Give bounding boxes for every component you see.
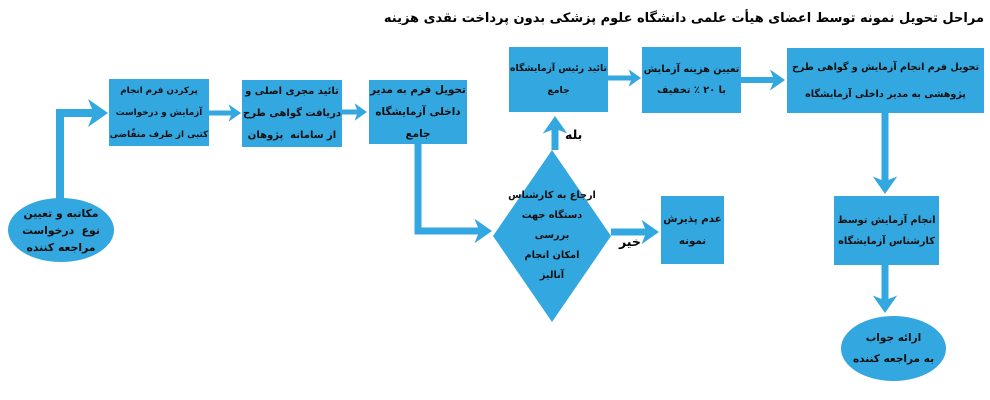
edge-label-no: خیر — [619, 234, 641, 249]
node-analysis-feasibility-decision: ارجاع به کارشناس دستگاه جهت بررسی امکان … — [508, 190, 596, 281]
node-cost-with-discount: تعیین هزینه آزمایش با ۲۰ ٪ تخفیف — [642, 47, 741, 113]
node-provide-answer: ارائه جواب به مراجعه کننده — [841, 316, 946, 381]
node-start-correspondence: مکاتبه و تعیین نوع درخواست مراجعه کننده — [8, 198, 114, 262]
edge-deliver1-decision — [414, 144, 493, 244]
edge-label-yes: بله — [565, 127, 583, 142]
node-sample-rejection: عدم پذیرش نمونه — [661, 196, 724, 264]
node-perform-test: انجام آزمایش توسط کارشناس آزمایشگاه — [834, 196, 939, 265]
edge-start-fillform — [56, 99, 109, 199]
node-deliver-form-and-certificate: تحویل فرم انجام آزمایش و گواهی طرح پژوهش… — [787, 48, 984, 113]
node-fill-test-form: پرکردن فرم انجام آزمایش و درخواست کتبی ا… — [109, 79, 209, 146]
node-deliver-form-to-manager: تحویل فرم به مدیر داخلی آزمایشگاه جامع — [369, 80, 467, 144]
node-pi-approval: تائید مجری اصلی و دریافت گواهی طرح از سا… — [242, 80, 342, 147]
diagram-title: مراحل تحویل نمونه توسط اعضای هیأت علمی د… — [383, 11, 984, 26]
node-lab-head-approval: تائید رئیس آزمایشگاه جامع — [509, 47, 608, 112]
